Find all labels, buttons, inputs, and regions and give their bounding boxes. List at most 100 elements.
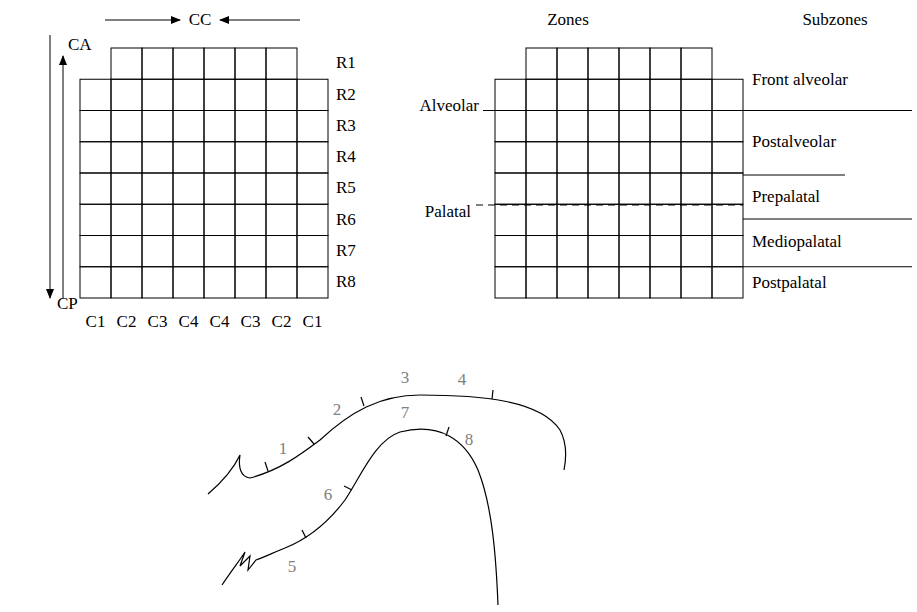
electrode-cell [235,236,266,267]
electrode-cell [650,236,681,267]
electrode-cell [173,267,204,298]
electrode-cell [712,236,743,267]
electrode-cell [111,142,142,173]
electrode-cell [526,204,557,235]
callout-number: 5 [288,558,297,577]
tick-mark [265,462,268,471]
tick-mark [308,437,314,444]
electrode-cell [495,111,526,142]
electrode-cell [557,48,588,79]
electrode-cell [588,236,619,267]
electrode-cell [266,111,297,142]
row-label: R1 [336,54,356,73]
row-label: R5 [336,179,356,198]
electrode-cell [712,173,743,204]
electrode-cell [266,79,297,110]
callout-number: 2 [333,401,342,420]
subzone-label: Postalveolar [752,133,836,152]
electrode-cell [619,204,650,235]
axis-arrow [105,20,180,21]
electrode-cell [235,142,266,173]
electrode-cell [80,236,111,267]
axis-arrow [220,20,300,21]
callout-number: 3 [401,369,410,388]
electrode-cell [173,79,204,110]
electrode-cell [204,236,235,267]
electrode-cell [80,79,111,110]
column-label: C4 [179,313,199,332]
electrode-cell [235,48,266,79]
electrode-cell [526,48,557,79]
column-label: C2 [272,313,292,332]
electrode-cell [588,204,619,235]
row-label: R3 [336,117,356,136]
electrode-cell [619,142,650,173]
row-label: R7 [336,242,356,261]
heading-label: Zones [547,11,589,30]
subzone-label: Mediopalatal [752,233,842,252]
electrode-cell [142,236,173,267]
electrode-cell [173,48,204,79]
electrode-cell [526,267,557,298]
electrode-cell [681,79,712,110]
axis-label: CP [57,295,78,314]
electrode-cell [142,173,173,204]
electrode-cell [142,111,173,142]
electrode-cell [526,236,557,267]
callout-number: 8 [465,431,474,450]
electrode-cell [235,79,266,110]
electrode-cell [557,236,588,267]
electrode-cell [650,142,681,173]
row-label: R6 [336,211,356,230]
electrode-cell [557,173,588,204]
electrode-cell [111,267,142,298]
axis-arrow [50,35,51,298]
electrode-cell [495,79,526,110]
electrode-cell [495,173,526,204]
electrode-cell [80,142,111,173]
electrode-grid [80,48,328,298]
electrode-cell [173,204,204,235]
axis-label: CA [68,36,92,55]
electrode-cell [266,142,297,173]
electrode-cell [204,48,235,79]
tick-mark [446,427,449,436]
column-label: C2 [117,313,137,332]
column-label: C3 [148,313,168,332]
callout-number: 4 [458,371,467,390]
column-label: C1 [303,313,323,332]
electrode-cell [588,79,619,110]
electrode-cell [266,267,297,298]
electrode-cell [526,79,557,110]
electrode-cell [681,267,712,298]
tick-mark [302,530,306,538]
heading-label: Subzones [802,11,867,30]
electrode-cell [557,111,588,142]
subzone-label: Prepalatal [752,188,820,207]
subzone-line [743,110,912,111]
electrode-cell [297,142,328,173]
electrode-cell [712,142,743,173]
electrode-cell [619,267,650,298]
electrode-cell [111,236,142,267]
electrode-cell [619,236,650,267]
electrode-cell [204,142,235,173]
electrode-cell [526,173,557,204]
callout-number: 7 [401,404,410,423]
electrode-cell [297,173,328,204]
electrode-cell [266,173,297,204]
electrode-cell [557,79,588,110]
electrode-cell [266,236,297,267]
electrode-cell [619,111,650,142]
electrode-cell [235,173,266,204]
electrode-cell [712,79,743,110]
tick-mark [344,486,352,490]
row-label: R8 [336,273,356,292]
electrode-cell [619,48,650,79]
electrode-cell [650,48,681,79]
electrode-cell [297,204,328,235]
electrode-cell [204,79,235,110]
zone-line [483,110,495,111]
